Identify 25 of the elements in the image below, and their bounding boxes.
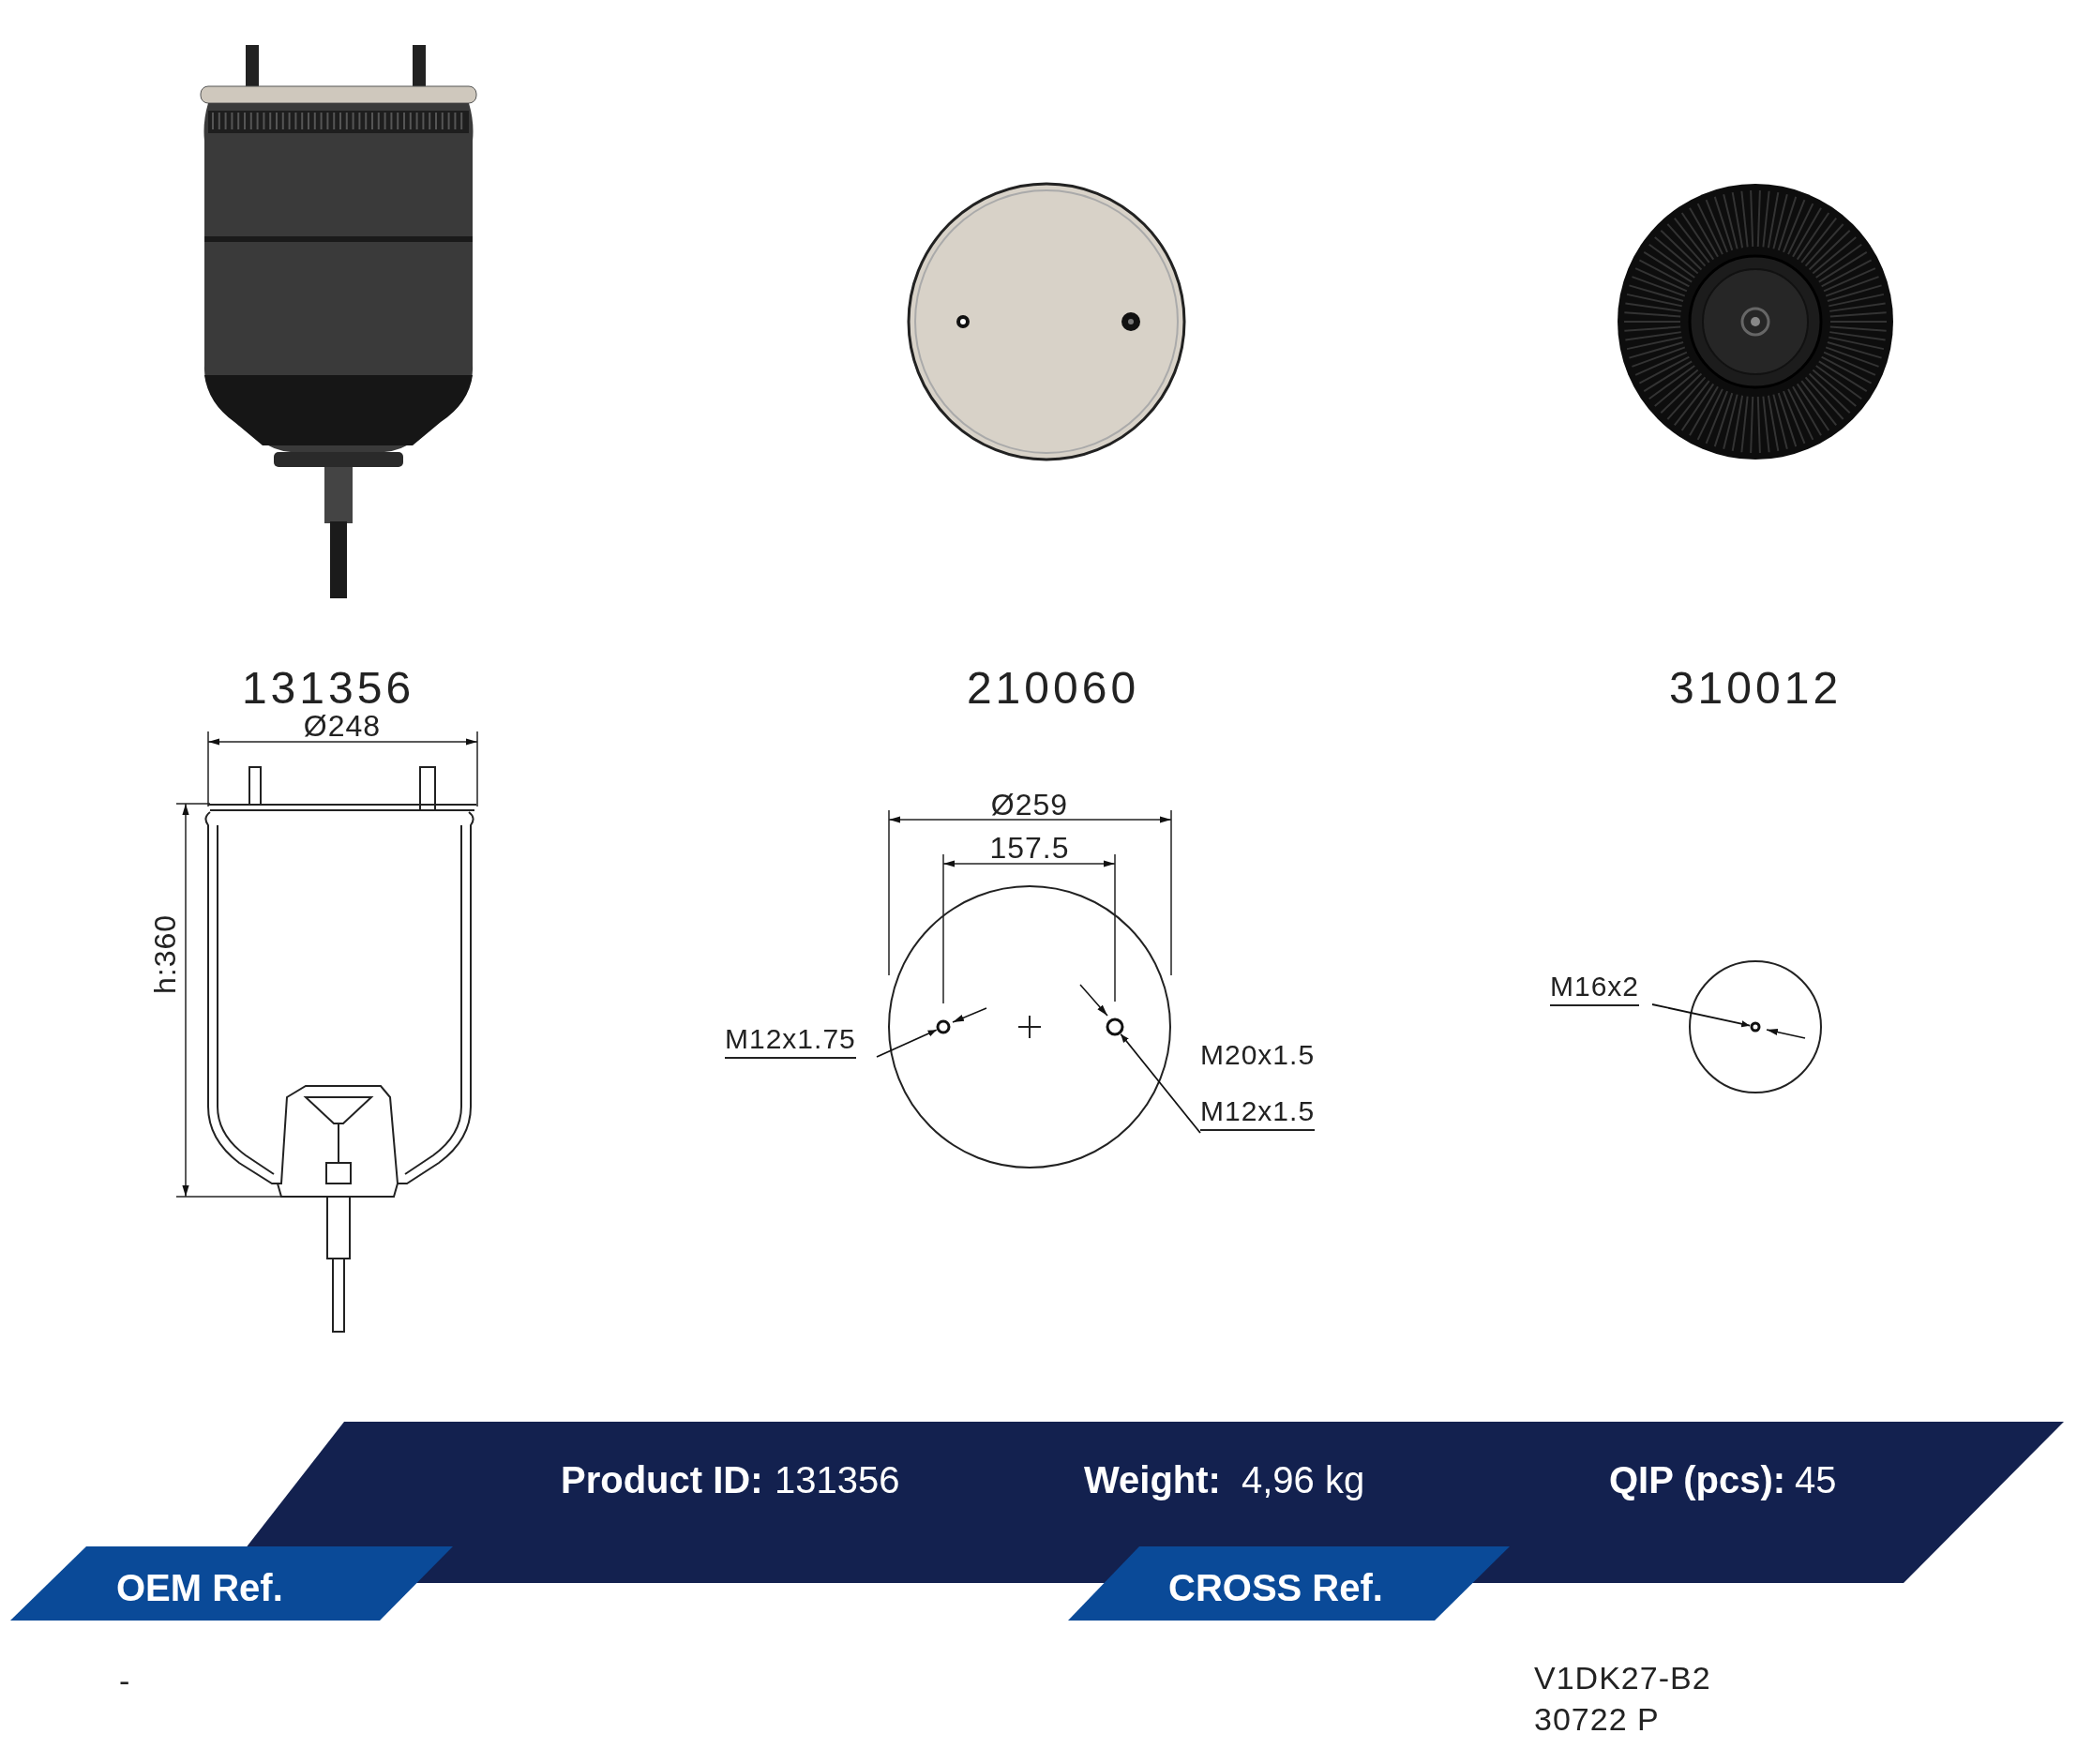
part-number: 310012 bbox=[1668, 666, 1843, 711]
field-value: 45 bbox=[1795, 1461, 1837, 1499]
field-value: 4,96 kg bbox=[1242, 1461, 1365, 1499]
table-cell: V1DK27-B2 bbox=[1534, 1662, 1711, 1694]
dimension-value: Ø259 bbox=[990, 790, 1069, 820]
thread-label: M12x1.5 bbox=[1200, 1097, 1316, 1131]
thread-label: M20x1.5 bbox=[1200, 1041, 1316, 1072]
thread-label: M16x2 bbox=[1550, 972, 1640, 1006]
leader-line bbox=[876, 1029, 938, 1058]
field-heading: Weight: bbox=[1084, 1461, 1221, 1499]
dimension-value: h:360 bbox=[150, 913, 180, 994]
dimension-value: Ø248 bbox=[303, 711, 382, 741]
dimension-value: 157.5 bbox=[989, 833, 1070, 863]
field-heading: OEM Ref. bbox=[116, 1569, 283, 1606]
thread-label: M12x1.75 bbox=[725, 1025, 856, 1059]
part-number: 131356 bbox=[241, 666, 415, 711]
table-cell: 30722 P bbox=[1534, 1703, 1660, 1735]
table-cell: - bbox=[119, 1665, 131, 1696]
field-value: 131356 bbox=[775, 1461, 900, 1499]
leader-line bbox=[1651, 1003, 1752, 1028]
field-heading: CROSS Ref. bbox=[1168, 1569, 1383, 1606]
part-number: 210060 bbox=[966, 666, 1140, 711]
field-heading: Product ID: bbox=[561, 1461, 763, 1499]
leader-line bbox=[1120, 1033, 1201, 1134]
field-heading: QIP (pcs): bbox=[1609, 1461, 1786, 1499]
